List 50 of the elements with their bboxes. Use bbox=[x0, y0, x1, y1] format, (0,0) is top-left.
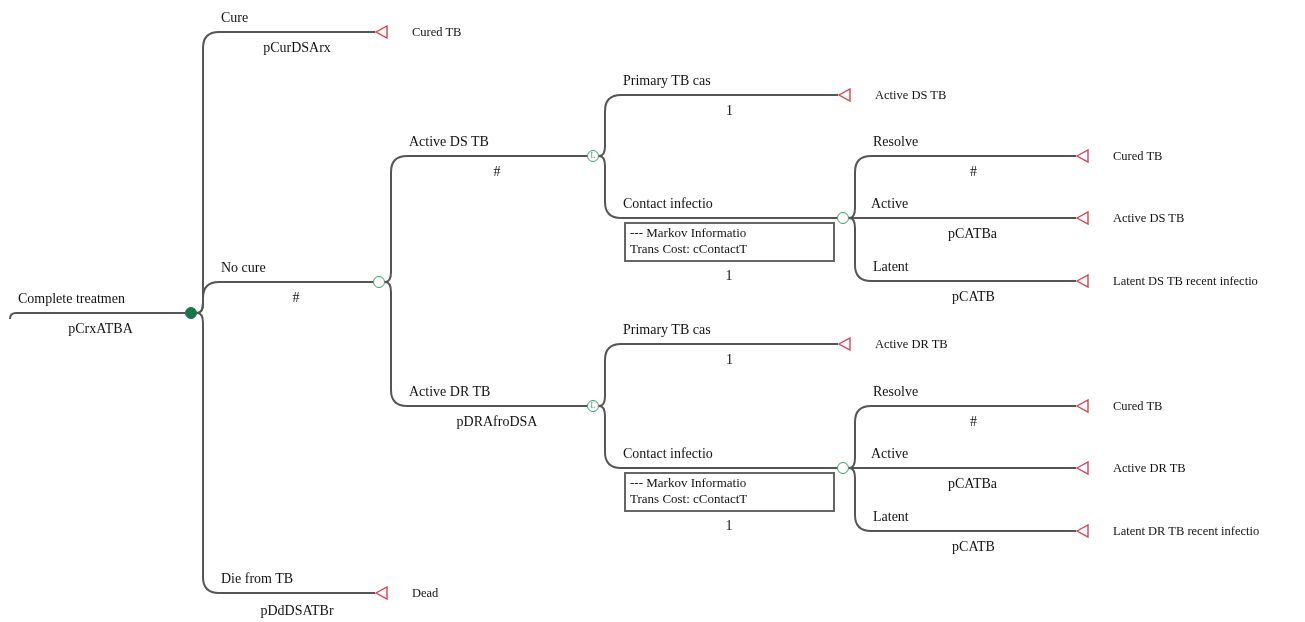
probability-label: pCATBa bbox=[948, 476, 997, 492]
branch-line bbox=[384, 155, 588, 283]
probability-label: pCrxATBA bbox=[68, 321, 133, 337]
branch-name: Primary TB cas bbox=[623, 73, 711, 89]
branch-line bbox=[598, 405, 838, 469]
outcome-label: Dead bbox=[412, 585, 439, 601]
chance-node bbox=[837, 212, 849, 224]
branch-line bbox=[848, 217, 1077, 282]
chance-node bbox=[837, 462, 849, 474]
branch-name: Complete treatmen bbox=[18, 291, 125, 307]
chance-node bbox=[373, 276, 385, 288]
probability-label: pCATB bbox=[952, 289, 995, 305]
probability-label: pCATBa bbox=[948, 226, 997, 242]
probability-label: pDRAfroDSA bbox=[456, 414, 538, 430]
branch-line bbox=[848, 155, 1077, 219]
outcome-label: Cured TB bbox=[1113, 148, 1163, 164]
markov-info-box: --- Markov Informatio Trans Cost: cContactT bbox=[624, 222, 835, 262]
branch-line bbox=[598, 94, 839, 157]
probability-label: # bbox=[292, 290, 300, 306]
branch-line bbox=[598, 155, 838, 219]
branch-line bbox=[9, 312, 186, 320]
outcome-label: Cured TB bbox=[1113, 398, 1163, 414]
markov-info-box: --- Markov Informatio Trans Cost: cContactT bbox=[624, 472, 835, 512]
chance-node: L bbox=[587, 400, 599, 412]
outcome-label: Active DR TB bbox=[875, 336, 948, 352]
probability-label: 1 bbox=[725, 268, 733, 284]
probability-label: # bbox=[493, 164, 501, 180]
probability-label: # bbox=[970, 164, 977, 180]
outcome-label: Cured TB bbox=[412, 24, 462, 40]
outcome-label: Latent DR TB recent infectio bbox=[1113, 523, 1260, 539]
probability-label: 1 bbox=[726, 103, 733, 119]
root-chance-node bbox=[185, 307, 197, 319]
probability-label: pCATB bbox=[952, 539, 995, 555]
outcome-label: Active DS TB bbox=[1113, 210, 1185, 226]
branch-line bbox=[384, 281, 588, 407]
branch-line bbox=[598, 343, 839, 407]
chance-node: L bbox=[587, 150, 599, 162]
probability-label: # bbox=[970, 414, 977, 430]
branch-line bbox=[848, 467, 1077, 532]
branch-name: Primary TB cas bbox=[623, 322, 711, 338]
probability-label: pCurDSArx bbox=[263, 40, 331, 56]
branch-line bbox=[848, 405, 1077, 469]
branch-line bbox=[196, 312, 376, 594]
probability-label: 1 bbox=[726, 352, 733, 368]
branch-line bbox=[196, 281, 374, 314]
outcome-label: Active DR TB bbox=[1113, 460, 1186, 476]
outcome-label: Latent DS TB recent infectio bbox=[1113, 273, 1258, 289]
probability-label: 1 bbox=[725, 518, 733, 534]
probability-label: pDdDSATBr bbox=[260, 603, 334, 619]
outcome-label: Active DS TB bbox=[875, 87, 947, 103]
